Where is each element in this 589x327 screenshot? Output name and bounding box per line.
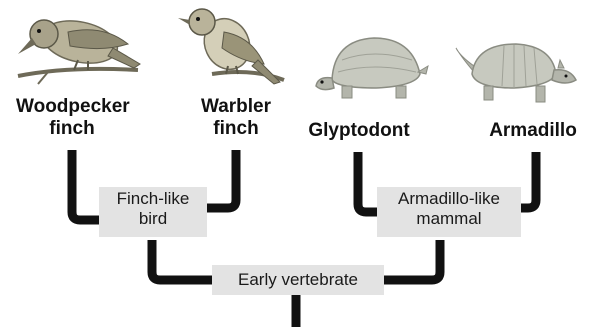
branch-woodpecker-finch	[72, 150, 100, 220]
node-finch-like-bird: Finch-like bird	[99, 187, 207, 237]
branch-armadillo	[520, 152, 536, 208]
node-early-vertebrate: Early vertebrate	[212, 265, 384, 295]
branch-glyptodont	[358, 152, 378, 212]
branch-warbler-finch	[206, 150, 236, 208]
node-armadillo-like-mammal: Armadillo-like mammal	[377, 187, 521, 237]
taxon-label-woodpecker-finch: Woodpecker finch	[16, 96, 128, 140]
taxon-label-glyptodont: Glyptodont	[300, 120, 418, 142]
branch-armadillo-like-mammal	[382, 240, 440, 280]
branch-finch-like-bird	[152, 240, 214, 280]
taxon-label-armadillo: Armadillo	[478, 120, 588, 142]
taxon-label-warbler-finch: Warbler finch	[186, 96, 286, 140]
